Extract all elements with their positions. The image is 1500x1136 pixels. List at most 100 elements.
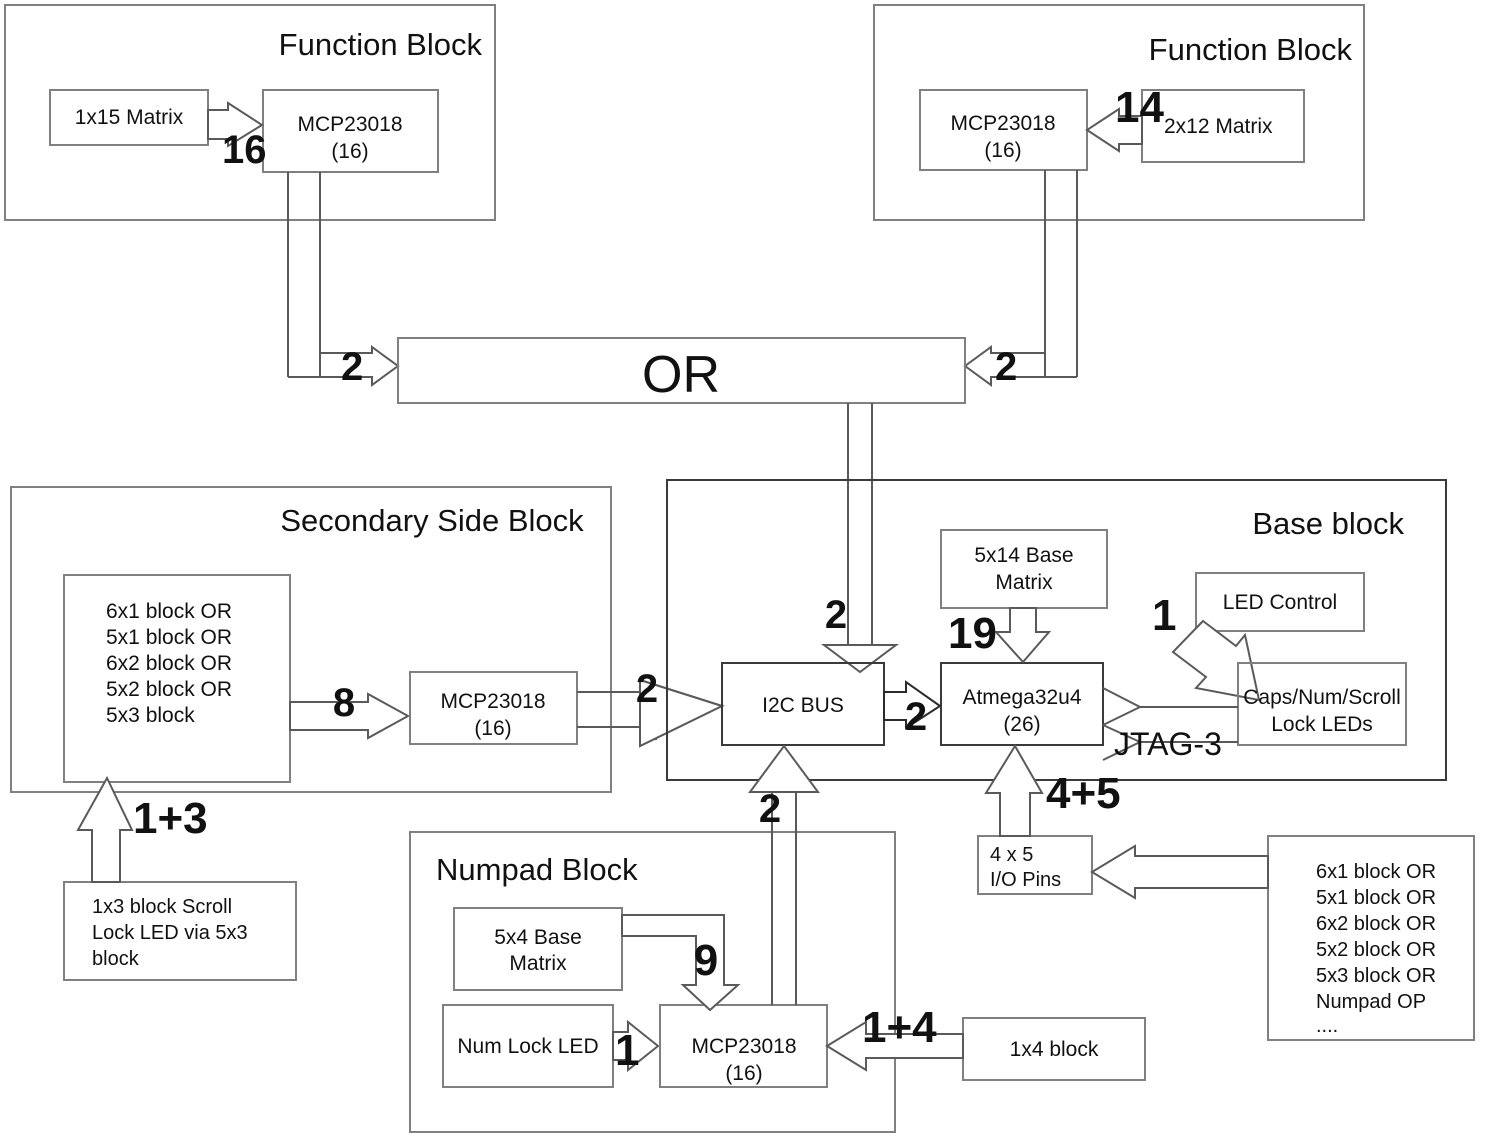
edge-base-matrix-to-atmega: 19: [948, 607, 1052, 664]
mcp-right-line2: (16): [984, 139, 1021, 162]
edge-label-1plus3: 1+3: [133, 794, 208, 843]
edge-label-1plus4: 1+4: [862, 1003, 937, 1052]
node-1x4-block[interactable]: 1x4 block: [962, 1017, 1146, 1081]
edge-scroll-note-to-list: 1+3: [76, 775, 208, 883]
scroll-note-line-0: 1x3 block Scroll: [92, 896, 232, 918]
right-list-item-6: ....: [1316, 1015, 1338, 1037]
numpad-block-label: Numpad Block: [436, 852, 638, 887]
mcp-numpad-line1: MCP23018: [691, 1035, 796, 1058]
mcp-secondary-line2: (16): [474, 717, 511, 740]
edge-label-16: 16: [222, 128, 267, 172]
numpad-matrix-line2: Matrix: [509, 952, 567, 975]
node-matrix-1x15[interactable]: 1x15 Matrix: [49, 89, 209, 146]
right-list-item-5: Numpad OP: [1316, 991, 1426, 1013]
edge-label-4plus5: 4+5: [1046, 769, 1121, 818]
edge-jtag-connection: JTAG-3: [1102, 687, 1238, 762]
container-function-block-left: Function Block: [4, 4, 496, 221]
secondary-list-item-4: 5x3 block: [106, 704, 195, 727]
or-gate-label: OR: [642, 346, 720, 404]
container-secondary-side-block: Secondary Side Block: [10, 486, 612, 793]
node-scroll-lock-note[interactable]: 1x3 block Scroll Lock LED via 5x3 block: [63, 881, 297, 981]
matrix-2x12-label: 2x12 Matrix: [1164, 115, 1273, 138]
container-base-block: Base block: [666, 479, 1447, 781]
block-1x4-label: 1x4 block: [1010, 1038, 1099, 1061]
function-block-left-label: Function Block: [279, 27, 483, 62]
node-lock-leds[interactable]: Caps/Num/Scroll Lock LEDs: [1237, 662, 1407, 746]
right-list-item-3: 5x2 block OR: [1316, 939, 1436, 961]
secondary-side-block-label: Secondary Side Block: [280, 503, 584, 538]
mcp-numpad-line2: (16): [725, 1062, 762, 1085]
right-list-item-4: 5x3 block OR: [1316, 965, 1436, 987]
right-list-item-0: 6x1 block OR: [1316, 861, 1436, 883]
edge-numpad-to-i2c: 2: [748, 744, 820, 1005]
mcp-right-line1: MCP23018: [950, 112, 1055, 135]
scroll-note-line-2: block: [92, 948, 140, 970]
container-numpad-block: Numpad Block: [409, 831, 896, 1133]
node-io-pins[interactable]: 4 x 5 I/O Pins: [977, 835, 1093, 895]
function-block-right-label: Function Block: [1149, 32, 1353, 67]
atmega-line2: (26): [1003, 713, 1040, 736]
secondary-list-item-1: 5x1 block OR: [106, 626, 232, 649]
right-list-item-1: 5x1 block OR: [1316, 887, 1436, 909]
edge-or-to-i2c: 2: [821, 403, 899, 674]
right-list-item-2: 6x2 block OR: [1316, 913, 1436, 935]
base-block-label: Base block: [1252, 506, 1404, 541]
edge-label-1-led: 1: [1152, 591, 1176, 640]
mcp-left-line1: MCP23018: [297, 113, 402, 136]
secondary-list-item-3: 5x2 block OR: [106, 678, 232, 701]
edge-matrix2x12-to-mcp-right: 14: [1085, 83, 1164, 153]
node-mcp23018-secondary[interactable]: MCP23018 (16): [409, 671, 578, 745]
edge-io-pins-to-atmega: 4+5: [984, 744, 1121, 837]
edge-label-1-numlock: 1: [615, 1026, 639, 1075]
node-i2c-bus[interactable]: I2C BUS: [721, 662, 885, 746]
edge-label-19: 19: [948, 609, 997, 658]
num-lock-led-label: Num Lock LED: [457, 1035, 598, 1058]
edge-label-8: 8: [333, 681, 355, 725]
i2c-bus-label: I2C BUS: [762, 694, 844, 717]
edge-label-2-left-or: 2: [341, 345, 363, 389]
edge-label-9: 9: [694, 936, 718, 985]
atmega-line1: Atmega32u4: [962, 686, 1081, 709]
node-secondary-block-list[interactable]: 6x1 block OR 5x1 block OR 6x2 block OR 5…: [63, 574, 291, 783]
edge-label-2-i2c-atmega: 2: [905, 695, 927, 739]
edge-label-2-right-or: 2: [995, 345, 1017, 389]
edge-numlock-to-mcp: 1: [612, 1019, 660, 1075]
node-num-lock-led[interactable]: Num Lock LED: [442, 1004, 614, 1088]
edge-label-jtag: JTAG-3: [1114, 726, 1222, 762]
node-or-gate[interactable]: OR: [397, 337, 966, 404]
node-5x4-base-matrix[interactable]: 5x4 Base Matrix: [453, 907, 623, 991]
base-matrix-line1: 5x14 Base: [974, 544, 1073, 567]
lock-leds-line2: Lock LEDs: [1271, 713, 1373, 736]
scroll-note-line-1: Lock LED via 5x3: [92, 922, 248, 944]
io-pins-line1: 4 x 5: [990, 844, 1033, 866]
edge-right-list-to-io-pins: [1090, 844, 1269, 900]
mcp-secondary-line1: MCP23018: [440, 690, 545, 713]
node-atmega32u4[interactable]: Atmega32u4 (26): [940, 662, 1104, 746]
node-mcp23018-numpad[interactable]: MCP23018 (16): [659, 1004, 828, 1088]
edge-label-2-or-i2c: 2: [825, 593, 847, 637]
node-right-block-list[interactable]: 6x1 block OR 5x1 block OR 6x2 block OR 5…: [1267, 835, 1475, 1041]
edge-mcp-right-to-or: 2: [963, 170, 1078, 389]
edge-label-2-mcp-i2c: 2: [636, 667, 658, 711]
edge-1x4-to-mcp-numpad: 1+4: [825, 1003, 964, 1072]
secondary-list-item-0: 6x1 block OR: [106, 600, 232, 623]
node-mcp23018-right[interactable]: MCP23018 (16): [919, 89, 1088, 171]
lock-leds-line1: Caps/Num/Scroll: [1243, 686, 1401, 709]
matrix-1x15-label: 1x15 Matrix: [75, 106, 184, 129]
node-matrix-2x12[interactable]: 2x12 Matrix: [1141, 89, 1305, 163]
container-function-block-right: Function Block: [873, 4, 1365, 221]
led-control-label: LED Control: [1223, 591, 1337, 614]
io-pins-line2: I/O Pins: [990, 869, 1061, 891]
edge-mcp-left-to-or: 2: [287, 172, 400, 389]
mcp-left-line2: (16): [331, 140, 368, 163]
node-5x14-base-matrix[interactable]: 5x14 Base Matrix: [940, 529, 1108, 609]
edge-mcp-secondary-to-i2c: 2: [577, 667, 725, 748]
node-mcp23018-left[interactable]: MCP23018 (16): [262, 89, 439, 173]
edge-secondary-list-to-mcp: 8: [289, 681, 411, 740]
secondary-list-item-2: 6x2 block OR: [106, 652, 232, 675]
edge-i2c-to-atmega: 2: [883, 680, 942, 739]
node-led-control[interactable]: LED Control: [1195, 572, 1365, 632]
edge-numpad-matrix-to-mcp: 9: [621, 914, 741, 1012]
